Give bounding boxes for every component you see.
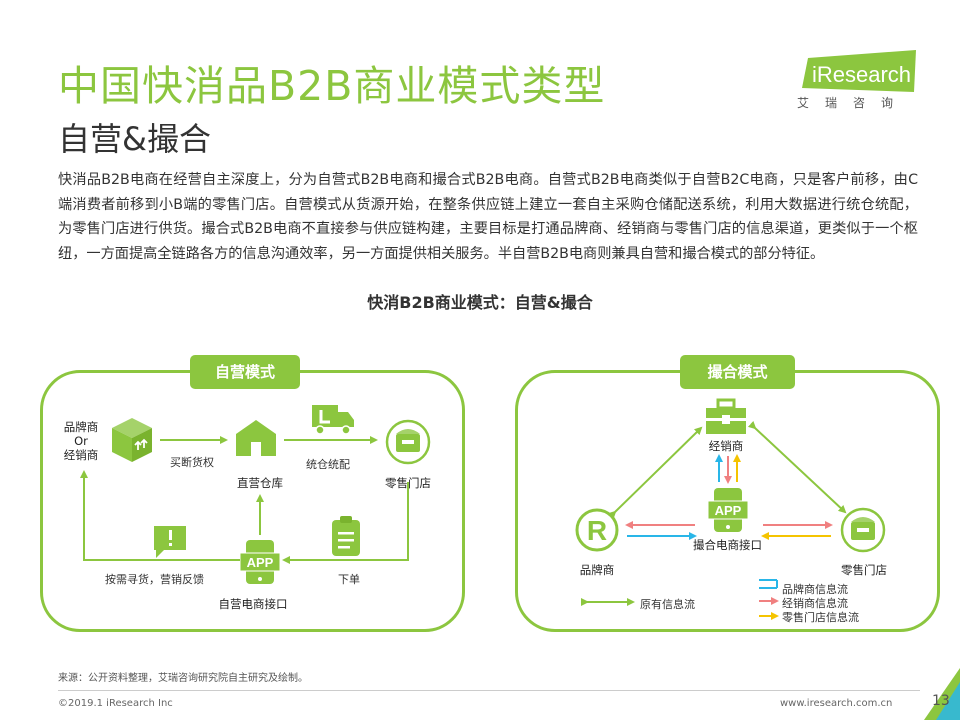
logo-brand-text: iResearch	[812, 62, 911, 87]
svg-text:R: R	[587, 515, 607, 546]
self-store-label: 零售门店	[385, 476, 431, 490]
feedback-label: 按需寻货，营销反馈	[105, 573, 204, 586]
legend-store-flow-label: 零售门店信息流	[782, 611, 859, 624]
phone-app-icon: APP	[707, 488, 749, 532]
copyright: ©2019.1 iResearch Inc	[58, 698, 173, 709]
match-mode-diagram: R APP	[575, 398, 886, 620]
intro-paragraph: 快消品B2B电商在经营自主深度上，分为自营式B2B电商和撮合式B2B电商。自营式…	[58, 172, 918, 262]
clipboard-icon	[332, 516, 360, 556]
truck-icon	[312, 405, 354, 435]
phone-app-icon: APP	[239, 540, 281, 584]
arrow-store-to-platform	[282, 482, 409, 564]
warehouse-icon	[236, 420, 276, 456]
page-subtitle: 自营&撮合	[58, 120, 211, 158]
self-mode-diagram: APP	[80, 405, 431, 584]
page-title: 中国快消品B2B商业模式类型	[58, 62, 606, 110]
buyout-label: 买断货权	[170, 456, 214, 469]
store-icon	[840, 507, 886, 553]
warehouse-label: 直营仓库	[237, 476, 283, 490]
source-note: 来源：公开资料整理，艾瑞咨询研究院自主研究及绘制。	[58, 673, 308, 684]
website-url: www.iresearch.com.cn	[780, 698, 893, 709]
self-brand-label: 品牌商 Or 经销商	[63, 420, 99, 462]
arrow-platform-to-brand	[80, 470, 240, 561]
legend-brand-flow-label: 品牌商信息流	[782, 583, 848, 596]
logo-chinese: 艾瑞咨询	[797, 96, 910, 110]
chat-icon	[154, 526, 186, 558]
legend-distributor-flow-label: 经销商信息流	[782, 597, 848, 610]
self-platform-label: 自营电商接口	[218, 597, 288, 611]
corner-decoration	[924, 668, 960, 720]
legend-original-label: 原有信息流	[640, 598, 695, 611]
box-icon	[112, 418, 152, 462]
svg-text:APP: APP	[247, 555, 274, 570]
self-mode-tab: 自营模式	[190, 355, 300, 389]
flow-brand-distributor	[607, 426, 703, 520]
match-mode-tab: 撮合模式	[680, 355, 795, 389]
match-brand-label: 品牌商	[579, 563, 615, 577]
match-distributor-label: 经销商	[708, 439, 744, 453]
svg-text:APP: APP	[715, 503, 742, 518]
store-icon	[385, 419, 431, 465]
footer-divider	[58, 690, 920, 691]
match-store-label: 零售门店	[841, 563, 887, 577]
page-number: 13	[932, 693, 950, 709]
distribution-label: 统仓统配	[306, 458, 350, 471]
flow-distributor-store	[747, 420, 847, 514]
figure-title: 快消B2B商业模式：自营&撮合	[367, 293, 593, 312]
iresearch-logo: iResearch	[802, 50, 916, 92]
distributor-icon	[706, 398, 746, 434]
registered-brand-icon: R	[575, 508, 619, 552]
order-label: 下单	[338, 573, 360, 586]
match-platform-label: 撮合电商接口	[693, 538, 762, 552]
